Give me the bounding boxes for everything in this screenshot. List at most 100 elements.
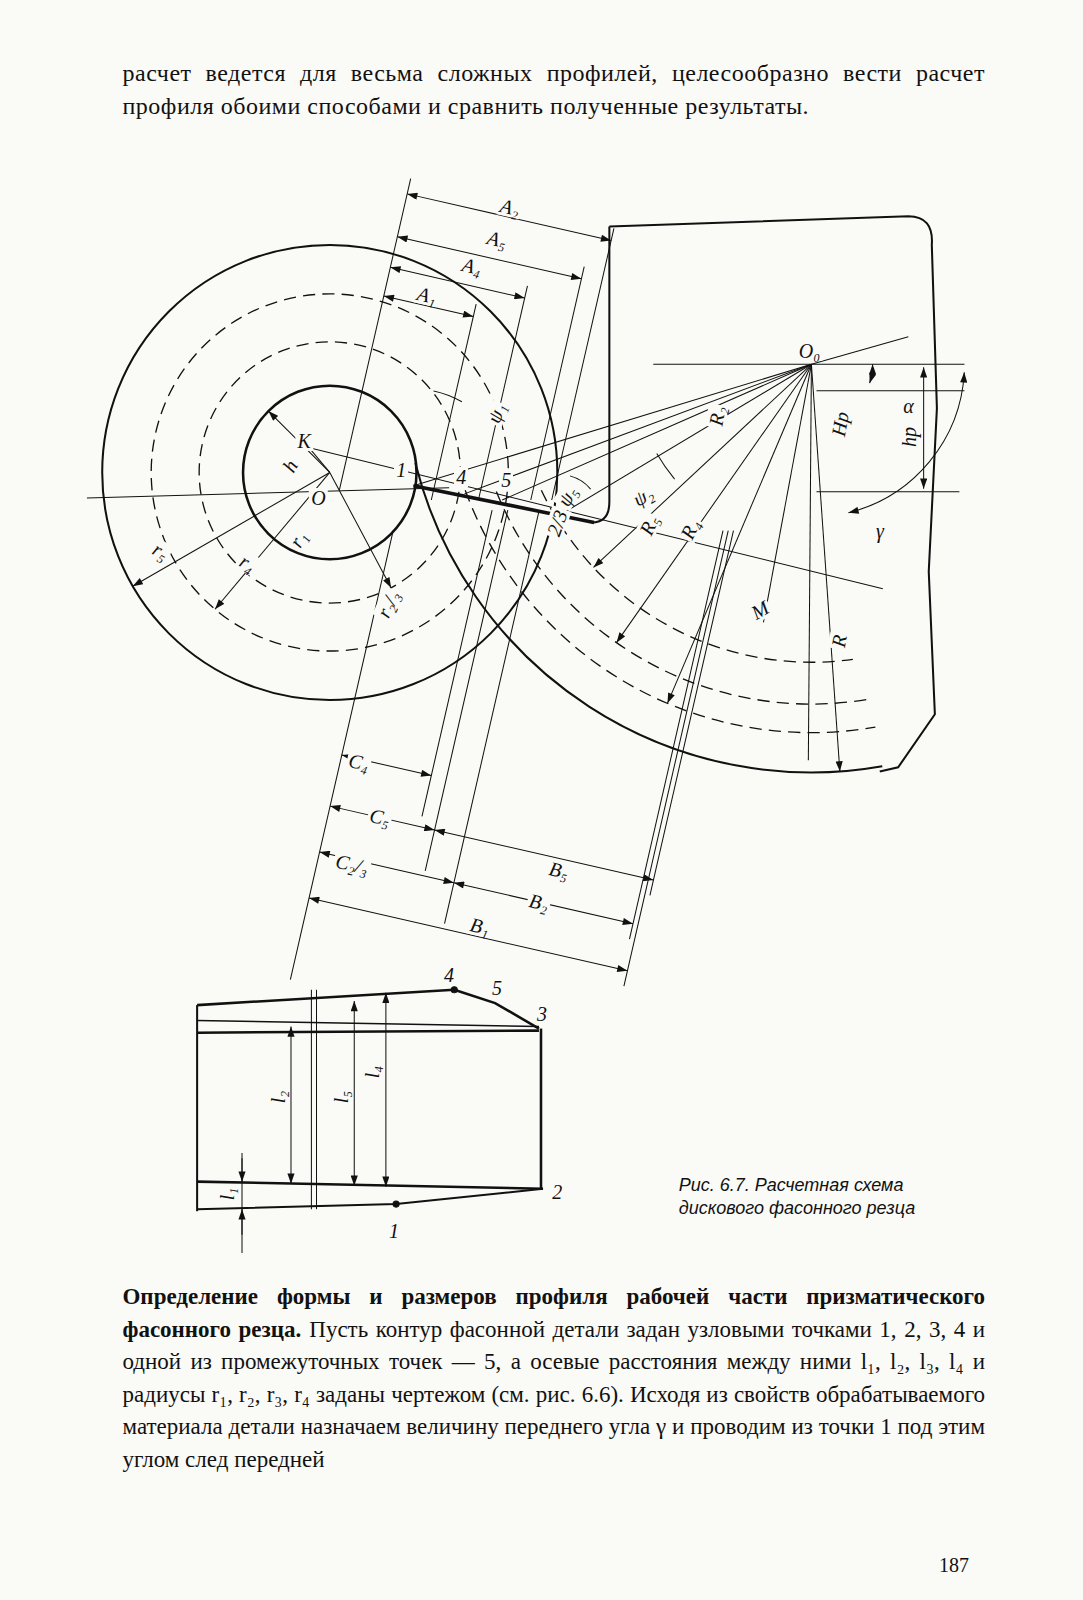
- alpha-arc: [870, 364, 873, 383]
- extension-line: [624, 531, 728, 986]
- drawing-label: 4: [442, 965, 456, 985]
- drawing-label: r₄: [235, 550, 261, 577]
- drawing-label: l₁: [217, 1186, 237, 1203]
- height-line: [808, 364, 811, 760]
- extension-line: [242, 1153, 243, 1253]
- psi-arc: [434, 391, 462, 402]
- drawing-label: l₅: [331, 1089, 351, 1106]
- drawing-label: C₅: [366, 804, 394, 829]
- part-radius-dimension: [330, 472, 391, 587]
- profile-edge: [540, 1029, 543, 1190]
- gamma-arc: [848, 372, 964, 513]
- dimension-line: [354, 1001, 355, 1186]
- extension-line: [445, 510, 540, 923]
- dimension-line: [435, 830, 654, 880]
- profile-edge: [196, 1005, 198, 1211]
- drawing-label: K: [296, 431, 313, 451]
- part-radius-dimension: [133, 472, 330, 586]
- drawing-label: O: [309, 488, 327, 508]
- cutter-arc-R5: [496, 492, 870, 705]
- cutter-arc-R: [415, 463, 882, 772]
- extension-line: [316, 990, 317, 1209]
- extension-line: [552, 228, 614, 500]
- horizontal-line: [817, 491, 960, 492]
- extension-line: [650, 531, 734, 896]
- drawing-label: hр: [899, 425, 919, 449]
- extension-line: [629, 531, 723, 939]
- drawing-label: 5: [499, 470, 513, 490]
- dimension-line: [390, 267, 524, 298]
- drawing-label: l₄: [362, 1064, 382, 1081]
- part-radius-dimension: [215, 472, 330, 609]
- axis-line: [811, 337, 908, 365]
- point-dot: [451, 987, 457, 993]
- drawing-label: A₅: [484, 226, 511, 251]
- extension-line: [478, 286, 527, 500]
- part-axis: [87, 488, 449, 498]
- paragraph: расчет ведется для весьма сложных профил…: [122, 57, 985, 123]
- drawing-label: A₄: [458, 254, 485, 279]
- horizontal-axis: [653, 364, 964, 365]
- extension-line: [422, 510, 492, 816]
- part-circle-r4: [199, 342, 460, 603]
- drawing-label: B₂: [525, 890, 552, 915]
- radial-line: [502, 364, 811, 500]
- dimension-line: [309, 898, 627, 971]
- radial-line: [464, 364, 811, 494]
- drawing-label: M: [746, 597, 774, 625]
- drawing-label: A₁: [413, 283, 440, 308]
- drawing-label: R: [828, 631, 851, 650]
- extension-line: [431, 304, 476, 500]
- drawing-label: B₁: [466, 913, 493, 938]
- radius-dimension: [593, 364, 811, 567]
- cutter-body: [592, 216, 937, 771]
- drawing-label: α: [901, 396, 916, 416]
- extension-line: [425, 510, 508, 871]
- drawing-label: 4: [454, 467, 468, 487]
- hp-dimension: [923, 367, 924, 488]
- drawing-label: 1: [387, 1221, 401, 1241]
- drawing-label: R₂: [705, 403, 729, 429]
- paragraph: Определение формы и размеров профиля раб…: [122, 1281, 985, 1476]
- extension-line: [311, 990, 312, 1209]
- drawing-label: 1: [394, 460, 408, 480]
- figure-caption: Рис. 6.7. Расчетная схема дискового фасо…: [679, 1174, 985, 1220]
- drawing-label: γ: [874, 521, 886, 541]
- drawing-label: r₂/₃: [372, 586, 403, 623]
- profile-edge: [197, 990, 454, 1005]
- drawing-label: A₂: [497, 195, 524, 220]
- drawing-label: Hр: [828, 408, 853, 439]
- radial-line: [413, 364, 811, 485]
- point-dot: [393, 1201, 399, 1207]
- drawing-label: l₂: [268, 1089, 288, 1106]
- drawing-label: r₅: [148, 538, 174, 565]
- dimension-line: [290, 1027, 291, 1184]
- radial-line-M: [763, 364, 811, 622]
- part-circle-r5: [151, 294, 508, 651]
- drawing-label: O₀: [797, 341, 822, 361]
- horizontal-line: [817, 390, 965, 391]
- part-circle-r23: [102, 245, 557, 700]
- dimension-line: [385, 993, 386, 1187]
- page-number: 187: [939, 1554, 969, 1577]
- profile-line: [197, 1020, 539, 1026]
- radius-dimension: [616, 364, 811, 642]
- drawing-label: C₄: [345, 750, 373, 775]
- drawing-label: ψ₂: [628, 482, 658, 511]
- extension-line: [339, 179, 410, 490]
- drawing-label: R₅: [635, 510, 663, 539]
- profile-edge: [197, 1189, 543, 1209]
- profile-edge: [197, 1031, 539, 1033]
- drawing-label: 2/3: [543, 505, 572, 540]
- profile-edge: [197, 1182, 543, 1189]
- drawing-group: [87, 179, 965, 1253]
- drawing-label: 2: [550, 1182, 564, 1202]
- drawing-label: ψ₁: [483, 399, 510, 428]
- extension-line: [531, 267, 584, 500]
- rake-line-trace: [306, 447, 883, 589]
- drawing-label: B₅: [546, 857, 573, 882]
- drawing-label: C₂/₃: [332, 850, 372, 878]
- psi-arc: [657, 454, 675, 479]
- drawing-label: 5: [490, 978, 504, 998]
